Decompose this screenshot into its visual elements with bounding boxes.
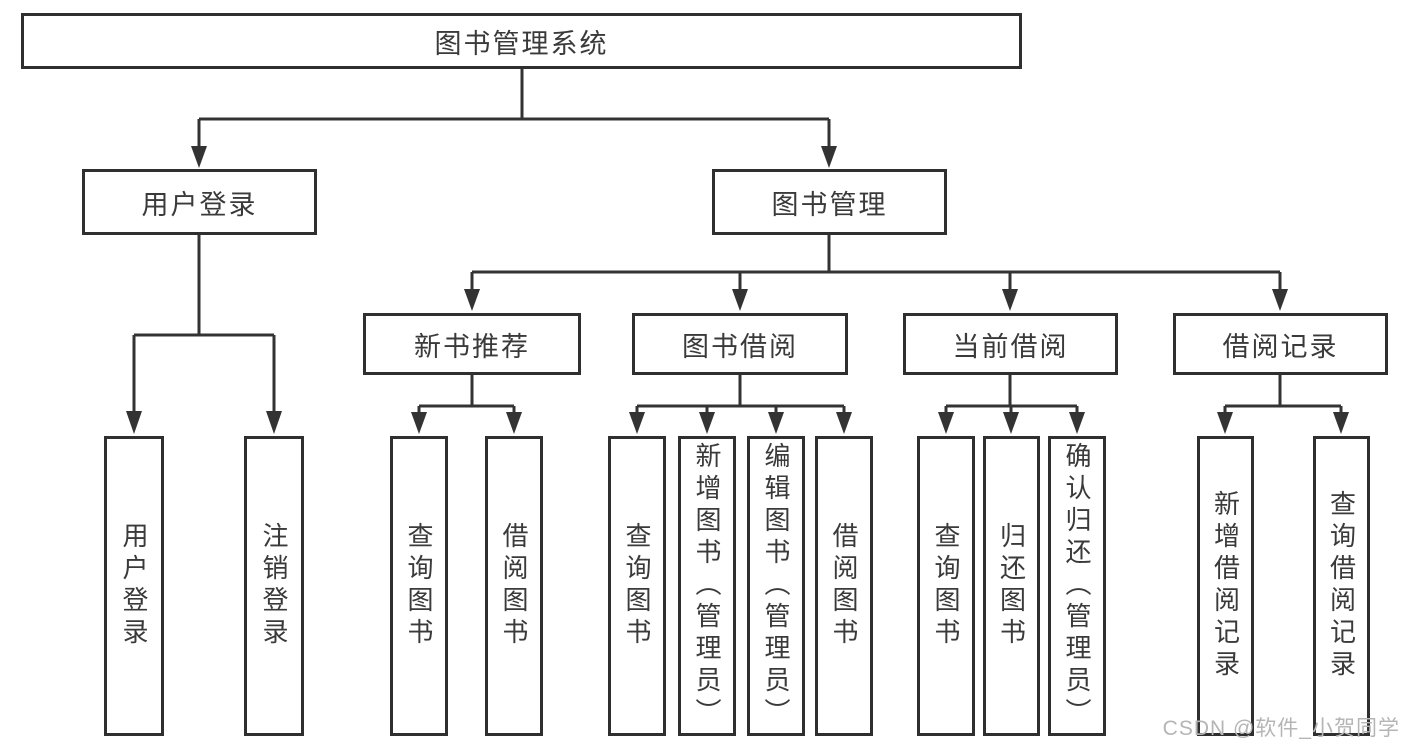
leaf-query-books-borrow: 查询图书: [608, 436, 666, 736]
csdn-watermark: CSDN @软件_小贺同学: [1162, 717, 1400, 740]
leaf-borrow-books: 借阅图书: [815, 436, 873, 736]
leaf-query-books-recommend: 查询图书: [390, 436, 448, 736]
leaf-edit-books-admin: 编辑图书（管理员）: [747, 436, 805, 736]
leaf-add-borrow-record: 新增借阅记录: [1197, 436, 1254, 736]
leaf-borrow-books-recommend: 借阅图书: [485, 436, 543, 736]
node-book-management: 图书管理: [712, 169, 947, 235]
node-library-management-system: 图书管理系统: [21, 13, 1022, 69]
leaf-user-login: 用户登录: [104, 436, 164, 736]
leaf-add-books-admin: 新增图书（管理员）: [678, 436, 736, 736]
leaf-query-books-current: 查询图书: [917, 436, 975, 736]
leaf-return-books: 归还图书: [983, 436, 1040, 736]
leaf-confirm-return-admin: 确认归还（管理员）: [1048, 436, 1106, 736]
leaf-query-borrow-record: 查询借阅记录: [1313, 436, 1370, 736]
node-current-borrow: 当前借阅: [903, 313, 1118, 375]
node-new-book-recommend: 新书推荐: [363, 313, 581, 375]
node-book-borrow: 图书借阅: [632, 313, 848, 375]
leaf-logout: 注销登录: [244, 436, 304, 736]
node-borrow-records: 借阅记录: [1173, 313, 1388, 375]
node-user-login: 用户登录: [82, 169, 317, 235]
